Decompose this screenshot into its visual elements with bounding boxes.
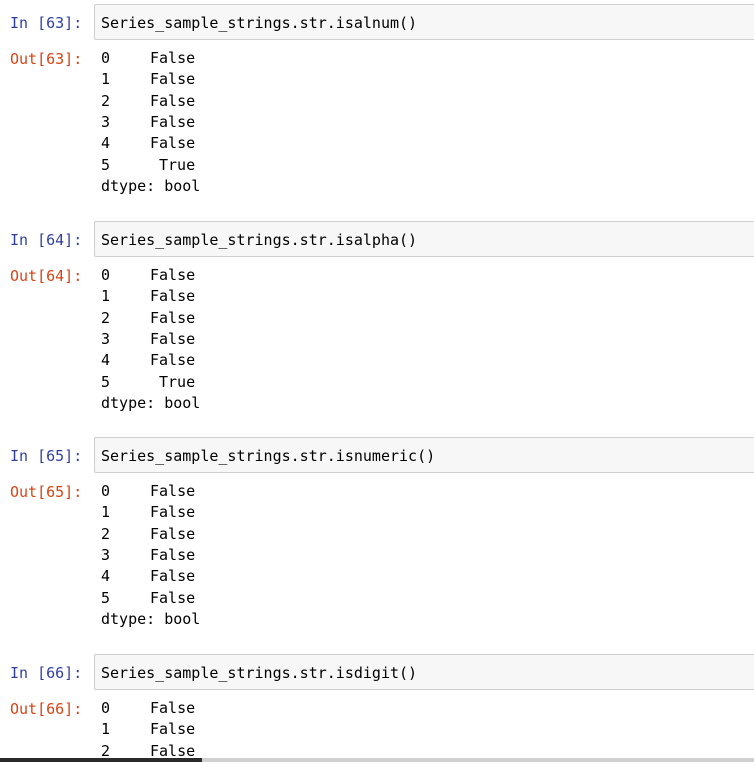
code-text: Series_sample_strings.str.isalnum() [101, 14, 418, 32]
series-index: 2 [101, 524, 111, 543]
series-index: 4 [101, 134, 111, 153]
series-value: False [150, 287, 196, 306]
series-value: False [150, 112, 196, 131]
scrollbar-thumb[interactable] [202, 758, 754, 762]
output-prompt: Out[63]: [10, 50, 83, 68]
series-index: 0 [101, 699, 111, 717]
code-text: Series_sample_strings.str.isdigit() [101, 664, 418, 682]
series-value: False [150, 70, 196, 89]
series-index: 1 [101, 70, 111, 89]
series-value: False [150, 91, 196, 110]
series-index: 2 [101, 308, 111, 327]
series-index: 2 [101, 741, 111, 760]
code-text: Series_sample_strings.str.isalpha() [101, 231, 418, 249]
code-input-area[interactable]: Series_sample_strings.str.isnumeric() [94, 437, 754, 473]
output-prompt: Out[66]: [10, 700, 83, 718]
series-index: 4 [101, 351, 111, 370]
series-value: False [150, 545, 196, 564]
series-index: 5 [101, 588, 111, 607]
series-index: 0 [101, 49, 111, 67]
series-value: False [150, 329, 196, 348]
series-value: False [150, 134, 196, 153]
horizontal-scrollbar[interactable] [0, 758, 754, 762]
input-row: In [65]: Series_sample_strings.str.isnume… [0, 436, 754, 474]
series-index: 0 [101, 266, 111, 284]
series-value: False [150, 482, 196, 500]
series-index: 1 [101, 503, 111, 522]
series-index: 5 [101, 372, 111, 391]
code-input-area[interactable]: Series_sample_strings.str.isalpha() [94, 221, 754, 257]
series-index: 1 [101, 720, 111, 739]
output-prompt: Out[65]: [10, 483, 83, 501]
series-value: False [150, 741, 196, 760]
series-index: 0 [101, 482, 111, 500]
code-text: Series_sample_strings.str.isnumeric() [101, 447, 436, 465]
series-index: 4 [101, 567, 111, 586]
input-row: In [64]: Series_sample_strings.str.isalph… [0, 220, 754, 258]
series-value: True [159, 155, 196, 174]
dtype-label: dtype: bool [101, 393, 201, 412]
code-input-area[interactable]: Series_sample_strings.str.isdigit() [94, 654, 754, 690]
series-value: False [150, 308, 196, 327]
series-value: True [159, 372, 196, 391]
dtype-label: dtype: bool [101, 609, 201, 628]
series-index: 3 [101, 545, 111, 564]
series-value: False [150, 720, 196, 739]
input-row: In [63]: Series_sample_strings.str.isalnu… [0, 3, 754, 41]
output-prompt: Out[64]: [10, 267, 83, 285]
series-value: False [150, 567, 196, 586]
series-value: False [150, 351, 196, 370]
input-prompt: In [63]: [10, 14, 83, 32]
input-row: In [66]: Series_sample_strings.str.isdigi… [0, 653, 754, 691]
input-prompt: In [65]: [10, 447, 83, 465]
series-value: False [150, 699, 196, 717]
series-value: False [150, 588, 196, 607]
input-prompt: In [66]: [10, 664, 83, 682]
series-index: 1 [101, 287, 111, 306]
input-prompt: In [64]: [10, 231, 83, 249]
code-input-area[interactable]: Series_sample_strings.str.isalnum() [94, 4, 754, 40]
series-index: 3 [101, 112, 111, 131]
series-value: False [150, 49, 196, 67]
dtype-label: dtype: bool [101, 176, 201, 195]
series-index: 2 [101, 91, 111, 110]
series-value: False [150, 503, 196, 522]
series-value: False [150, 266, 196, 284]
series-value: False [150, 524, 196, 543]
series-index: 3 [101, 329, 111, 348]
series-index: 5 [101, 155, 111, 174]
